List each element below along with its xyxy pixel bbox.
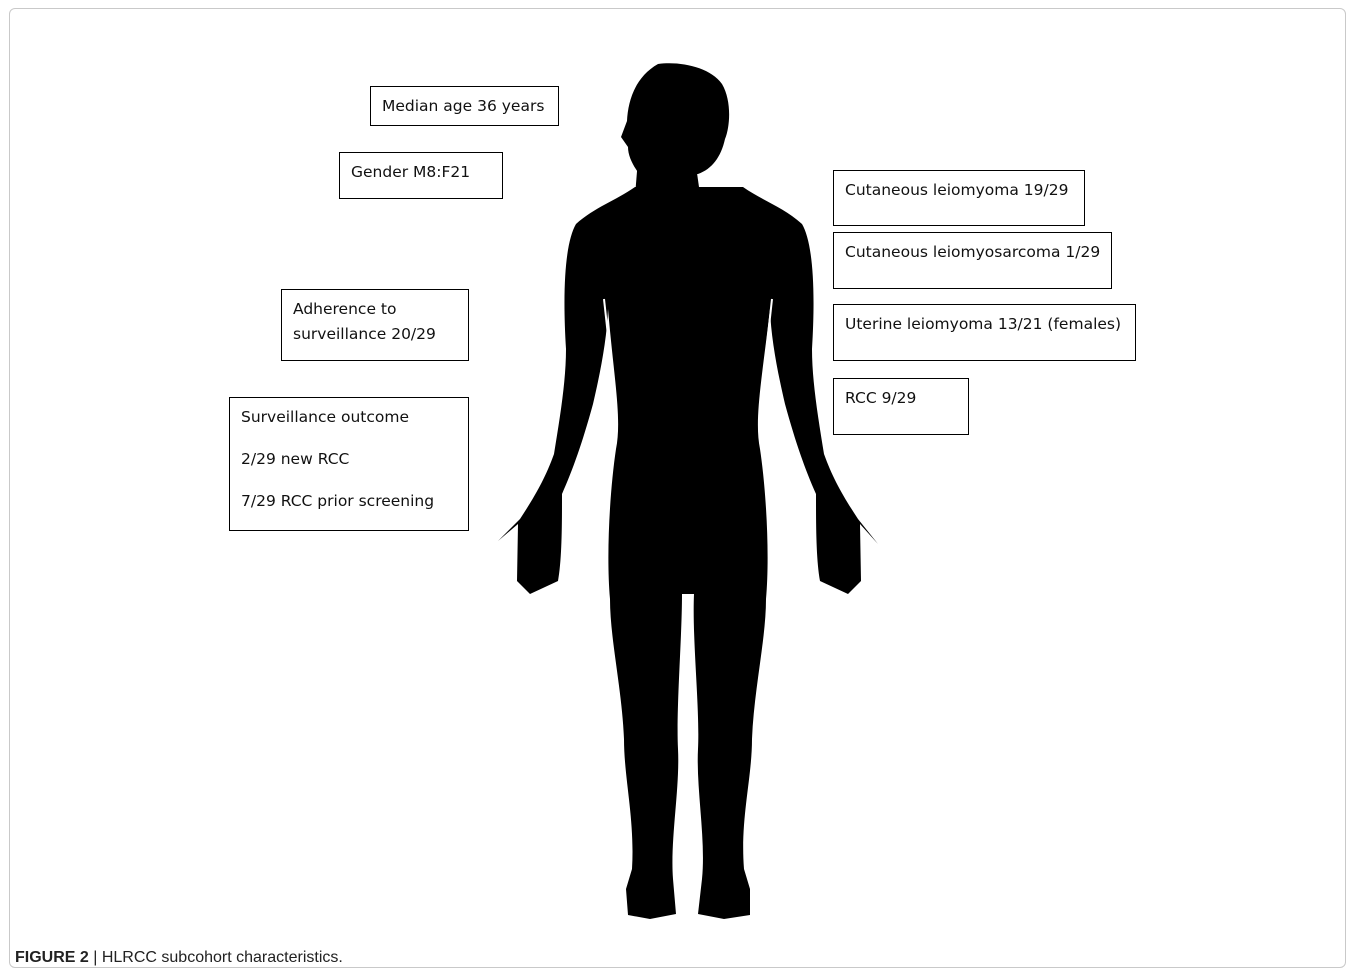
figure-label: FIGURE 2 bbox=[15, 949, 89, 966]
adherence-box: Adherence to surveillance 20/29 bbox=[281, 289, 469, 361]
median-age-text: Median age 36 years bbox=[382, 94, 547, 119]
gender-text: Gender M8:F21 bbox=[351, 160, 491, 185]
caption-text: HLRCC subcohort characteristics. bbox=[102, 949, 343, 966]
human-silhouette-icon bbox=[490, 59, 890, 929]
rcc-text: RCC 9/29 bbox=[845, 386, 957, 411]
gender-box: Gender M8:F21 bbox=[339, 152, 503, 199]
figure-caption: FIGURE 2 | HLRCC subcohort characteristi… bbox=[15, 949, 343, 967]
cutaneous-leiomyosarcoma-text: Cutaneous leiomyosarcoma 1/29 bbox=[845, 240, 1100, 265]
rcc-box: RCC 9/29 bbox=[833, 378, 969, 435]
surveillance-title: Surveillance outcome bbox=[241, 405, 457, 430]
surveillance-outcome-box: Surveillance outcome 2/29 new RCC 7/29 R… bbox=[229, 397, 469, 531]
cutaneous-leiomyoma-text: Cutaneous leiomyoma 19/29 bbox=[845, 178, 1073, 203]
uterine-leiomyoma-text: Uterine leiomyoma 13/21 (females) bbox=[845, 312, 1124, 337]
cutaneous-leiomyoma-box: Cutaneous leiomyoma 19/29 bbox=[833, 170, 1085, 226]
figure-frame: Median age 36 years Gender M8:F21 Adhere… bbox=[9, 8, 1346, 968]
adherence-text-line2: surveillance 20/29 bbox=[293, 322, 457, 347]
uterine-leiomyoma-box: Uterine leiomyoma 13/21 (females) bbox=[833, 304, 1136, 361]
median-age-box: Median age 36 years bbox=[370, 86, 559, 126]
cutaneous-leiomyosarcoma-box: Cutaneous leiomyosarcoma 1/29 bbox=[833, 232, 1112, 289]
surveillance-prior-rcc: 7/29 RCC prior screening bbox=[241, 489, 457, 514]
adherence-text-line1: Adherence to bbox=[293, 297, 457, 322]
caption-separator: | bbox=[89, 949, 102, 966]
surveillance-new-rcc: 2/29 new RCC bbox=[241, 447, 457, 472]
